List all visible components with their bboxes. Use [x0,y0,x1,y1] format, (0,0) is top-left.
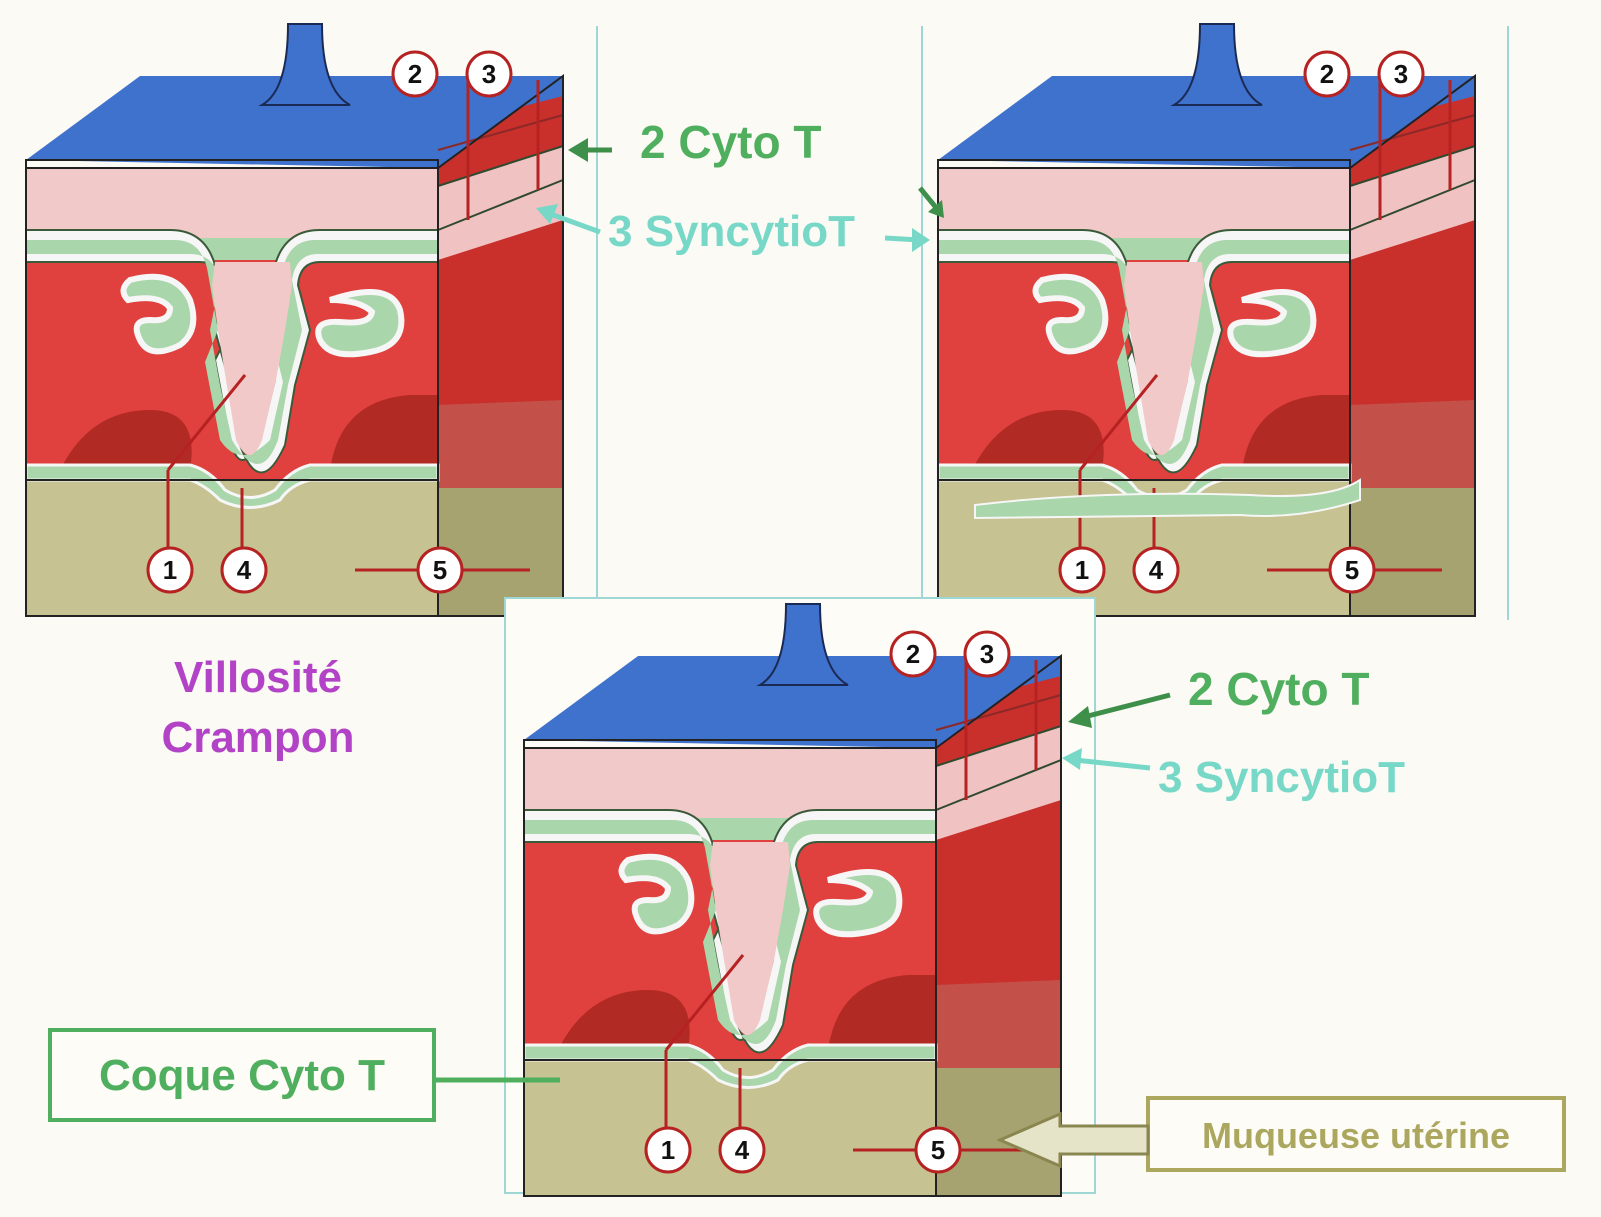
svg-text:1: 1 [661,1135,675,1165]
marker-1: 1 [1058,546,1106,594]
label-cyto-t-top: 2 Cyto T [568,116,821,168]
marker-3: 3 [1377,50,1425,98]
marker-5: 5 [1328,546,1376,594]
svg-text:4: 4 [735,1135,750,1165]
svg-text:4: 4 [1149,555,1164,585]
marker-1: 1 [644,1126,692,1174]
arrow-left-icon [996,1111,1150,1169]
label-syncytio-t-bottom: 3 SyncytioT [1062,748,1405,802]
arrow-down-right-icon [928,200,944,218]
svg-text:2: 2 [1320,59,1334,89]
marker-3: 3 [465,50,513,98]
marker-5: 5 [914,1126,962,1174]
svg-text:3 SyncytioT: 3 SyncytioT [608,207,855,256]
marker-2: 2 [889,630,937,678]
diagram-panel-2: 2 3 1 4 5 [921,24,1509,620]
marker-5: 5 [416,546,464,594]
svg-text:5: 5 [1345,555,1359,585]
svg-text:Crampon: Crampon [161,713,354,762]
marker-4: 4 [1132,546,1180,594]
diagram-panel-1: 2 3 1 4 5 [26,24,598,620]
label-villosite-crampon: Villosité Crampon [161,653,354,762]
arrow-left-icon [1062,748,1082,770]
svg-text:4: 4 [237,555,252,585]
svg-text:5: 5 [931,1135,945,1165]
marker-3: 3 [963,630,1011,678]
svg-text:5: 5 [433,555,447,585]
svg-text:3: 3 [1394,59,1408,89]
svg-text:3: 3 [980,639,994,669]
marker-2: 2 [391,50,439,98]
svg-text:Muqueuse utérine: Muqueuse utérine [1202,1115,1510,1156]
svg-text:1: 1 [1075,555,1089,585]
marker-4: 4 [220,546,268,594]
label-coque-cyto-t: Coque Cyto T [48,1028,560,1122]
label-muqueuse-uterine: Muqueuse utérine [996,1096,1566,1172]
marker-4: 4 [718,1126,766,1174]
marker-1: 1 [146,546,194,594]
diagram-panel-3: 2 3 1 4 5 [504,597,1096,1196]
svg-text:2 Cyto T: 2 Cyto T [1188,663,1369,715]
label-syncytio-t-top: 3 SyncytioT [536,186,944,256]
label-cyto-t-bottom: 2 Cyto T [1068,663,1369,728]
svg-text:2: 2 [408,59,422,89]
arrow-left-icon [1068,706,1092,728]
marker-2: 2 [1303,50,1351,98]
svg-text:1: 1 [163,555,177,585]
svg-text:Coque Cyto T: Coque Cyto T [99,1051,385,1100]
svg-text:2 Cyto T: 2 Cyto T [640,116,821,168]
arrow-left-icon [536,204,558,224]
svg-text:2: 2 [906,639,920,669]
svg-text:Villosité: Villosité [174,653,342,702]
cytotrophoblast-shell-spread [974,478,1361,520]
svg-text:3: 3 [482,59,496,89]
arrow-right-icon [912,228,930,252]
svg-text:3 SyncytioT: 3 SyncytioT [1158,753,1405,802]
arrow-left-icon [568,138,588,162]
